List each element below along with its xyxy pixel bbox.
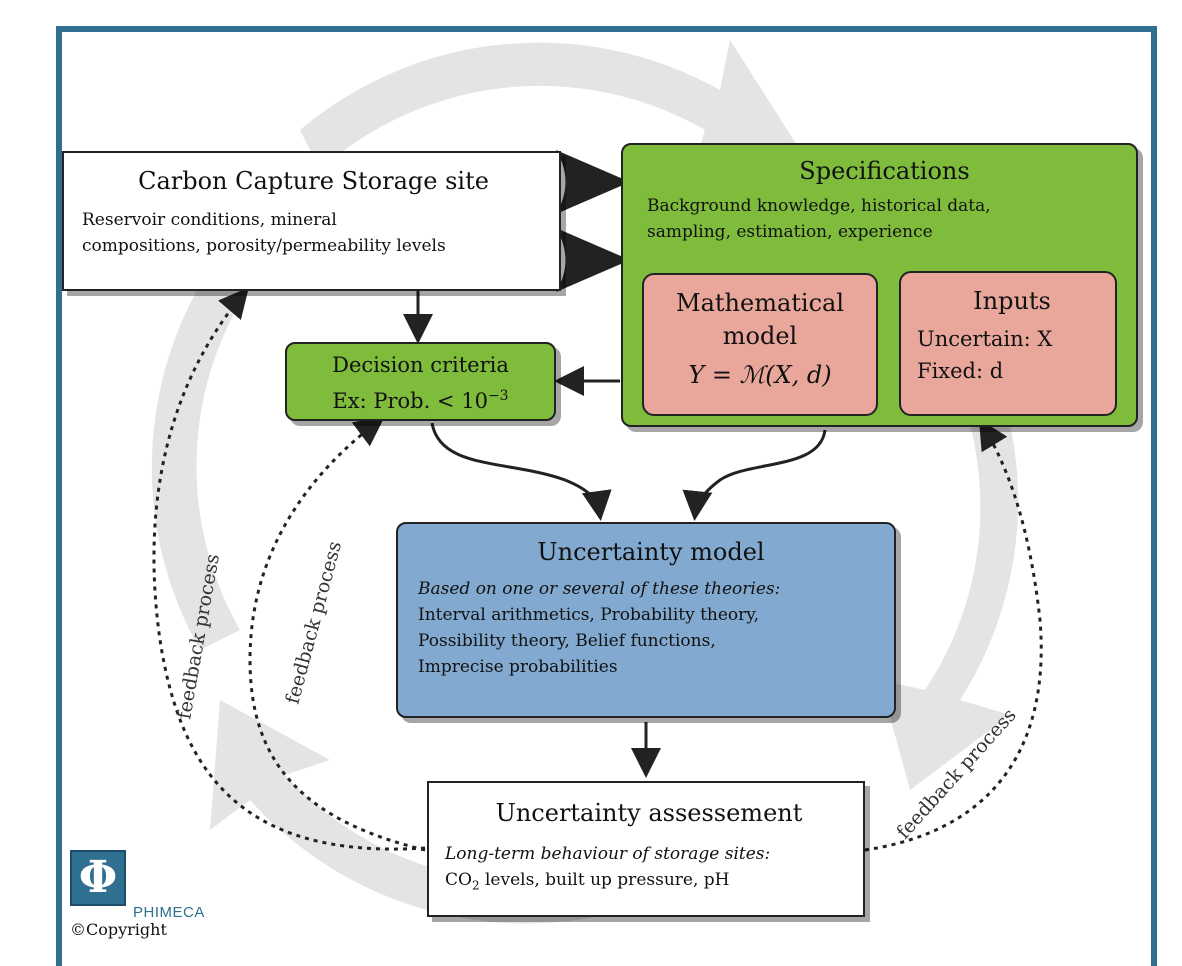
specifications-line1: Background knowledge, historical data, [647, 196, 991, 216]
phimeca-logo: Φ [70, 850, 126, 906]
uncertainty-model-line1: Interval arithmetics, Probability theory… [418, 605, 760, 625]
uncertainty-model-subtitle: Based on one or several of these theorie… [418, 579, 781, 599]
inputs-fixed: Fixed: d [917, 359, 1004, 383]
feedback-label-inner-left: feedback process [282, 539, 347, 706]
decision-criteria-box: Decision criteria Ex: Prob. < 10−3 [285, 342, 556, 421]
feedback-loop-right [864, 418, 1043, 852]
co2-subscript: 2 [471, 878, 480, 893]
ccs-site-line2: compositions, porosity/permeability leve… [82, 236, 446, 256]
inputs-title: Inputs [973, 287, 1051, 315]
uncertainty-model-title: Uncertainty model [537, 538, 765, 566]
inputs-uncertain: Uncertain: X [917, 327, 1053, 351]
inputs-box: Inputs Uncertain: X Fixed: d [899, 271, 1117, 416]
specifications-line2: sampling, estimation, experience [647, 222, 933, 242]
phi-symbol-icon: Φ [78, 852, 118, 903]
math-model-line1: Mathematical [676, 289, 844, 317]
diagram-frame [56, 26, 1157, 966]
ccs-site-title: Carbon Capture Storage site [138, 167, 489, 195]
math-model-line2: model [722, 322, 798, 350]
ccs-site-line1: Reservoir conditions, mineral [82, 210, 337, 230]
decision-criteria-example-text: Ex: Prob. < 10 [332, 389, 488, 413]
uncertainty-assessment-box: Uncertainty assessement Long-term behavi… [427, 781, 865, 917]
decision-criteria-example: Ex: Prob. < 10−3 [293, 381, 548, 417]
arrow-triangle-top [556, 150, 630, 214]
uncertainty-model-box: Uncertainty model Based on one or severa… [396, 522, 896, 718]
phimeca-brand: PHIMECA [133, 904, 205, 921]
uncertainty-model-line2: Possibility theory, Belief functions, [418, 631, 716, 651]
decision-criteria-title: Decision criteria [332, 353, 509, 377]
assessment-line1-rest: levels, built up pressure, pH [479, 870, 730, 890]
decision-criteria-exponent: −3 [487, 388, 509, 404]
arrow-decision-to-model [430, 422, 612, 521]
feedback-loop-outer-left [152, 287, 426, 851]
ccs-site-box: Carbon Capture Storage site Reservoir co… [62, 151, 561, 291]
co2-text: CO [445, 870, 472, 890]
uncertainty-assessment-title: Uncertainty assessement [495, 799, 803, 827]
specifications-title: Specifications [799, 157, 970, 185]
math-model-equation: Y = ℳ(X, d) [688, 361, 832, 389]
uncertainty-assessment-subtitle: Long-term behaviour of storage sites: [445, 844, 771, 864]
arrow-triangle-bottom [556, 228, 630, 292]
math-model-box: Mathematical model Y = ℳ(X, d) [642, 273, 878, 416]
arrow-math-to-model [682, 429, 827, 521]
uncertainty-assessment-line1: CO2 levels, built up pressure, pH [445, 867, 853, 898]
diagram-connectors: feedback process feedback process feedba… [151, 40, 1043, 924]
uncertainty-model-line3: Imprecise probabilities [418, 657, 618, 677]
copyright-text: ©Copyright [70, 920, 167, 939]
